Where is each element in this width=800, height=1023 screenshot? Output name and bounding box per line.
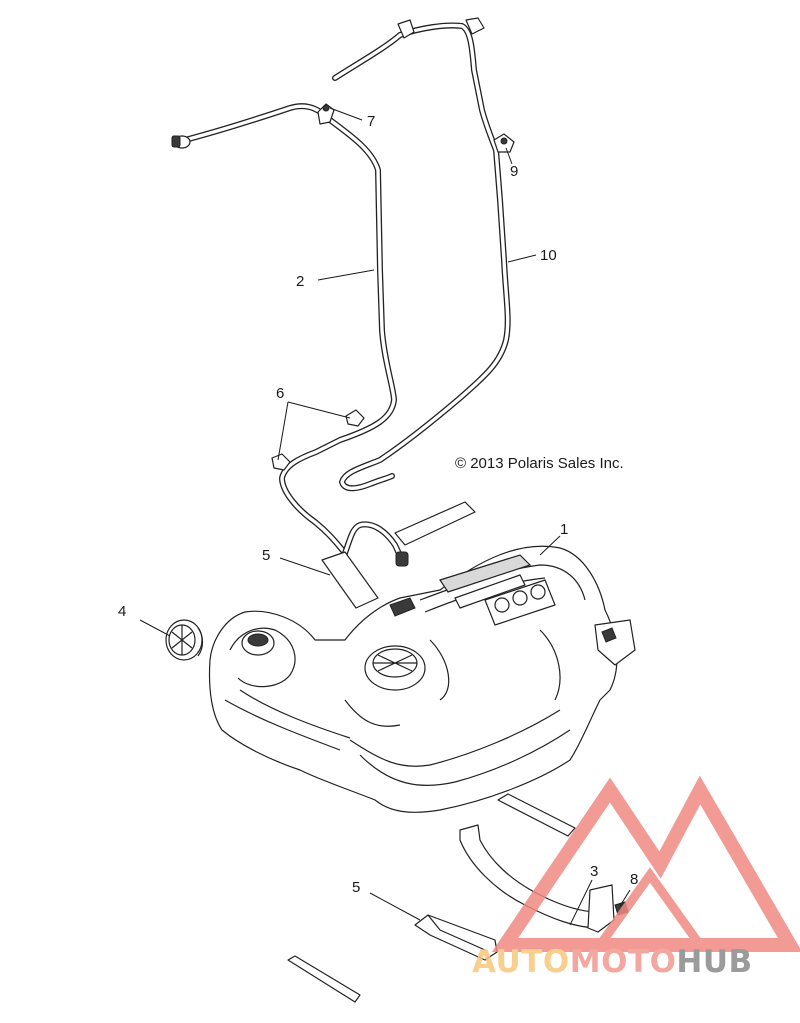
callout-5b: 5 — [352, 879, 360, 896]
clip-6a-icon — [345, 409, 365, 427]
callout-9: 9 — [510, 163, 518, 180]
callout-2: 2 — [296, 273, 304, 290]
callout-5a: 5 — [262, 547, 270, 564]
callout-4: 4 — [118, 603, 126, 620]
pad-5a — [321, 551, 379, 609]
pad-bottom-strip — [287, 955, 361, 1003]
clip-7-icon — [317, 103, 335, 125]
callout-8: 8 — [630, 871, 638, 888]
watermark-word-hub: HUB — [676, 944, 752, 980]
callout-6: 6 — [276, 385, 284, 402]
vent-hose-10 — [332, 22, 511, 492]
watermark-word: AUTOMOTOHUB — [472, 944, 753, 980]
pad-upper-right — [394, 501, 476, 546]
watermark-logo: AUTOMOTOHUB — [472, 775, 800, 980]
tank-connector-hose — [342, 521, 409, 567]
vent-hose-2 — [182, 103, 397, 556]
watermark-triangle-icon — [491, 775, 800, 952]
leader-lines — [139, 107, 631, 926]
callout-3: 3 — [590, 863, 598, 880]
callout-10: 10 — [540, 247, 557, 264]
pad-lower-right — [497, 793, 576, 837]
hose-top-fitting-icon — [397, 17, 485, 39]
callout-1: 1 — [560, 521, 568, 538]
fuel-tank — [208, 545, 636, 813]
watermark-word-auto: AUTO — [472, 944, 570, 980]
watermark-word-moto: MOTO — [570, 944, 677, 980]
callout-7: 7 — [367, 113, 375, 130]
clip-9-icon — [493, 133, 515, 153]
copyright-text: © 2013 Polaris Sales Inc. — [455, 455, 624, 472]
fuel-cap-4 — [165, 619, 204, 661]
hose-end-fitting-icon — [171, 135, 191, 149]
clip-6b-icon — [271, 453, 291, 471]
